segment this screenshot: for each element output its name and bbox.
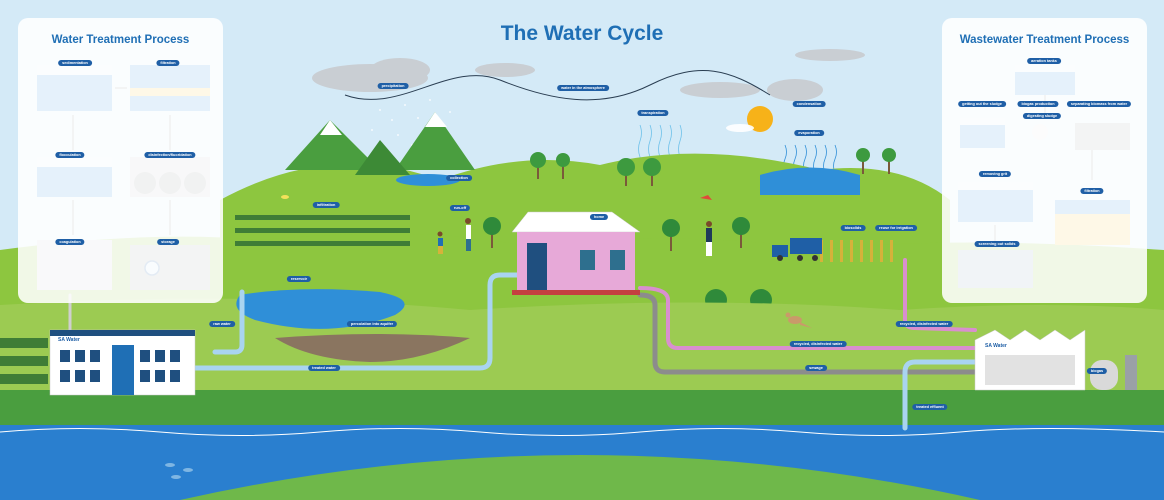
sa-water-logo-right: SA Water <box>985 343 1007 349</box>
label-biosolids: biosolids <box>840 225 866 231</box>
label-recycled-water-1: recycled, disinfected water <box>895 321 953 327</box>
water-treatment-title: Water Treatment Process <box>51 34 190 46</box>
sea-wave <box>0 428 1164 436</box>
label-filtration-right: filtration <box>1080 188 1104 194</box>
bird-icon-2 <box>700 195 712 200</box>
label-percolation: percolation into aquifer <box>346 321 398 327</box>
kangaroo-icon <box>785 312 812 328</box>
label-evaporation: evaporation <box>794 130 824 136</box>
label-sedimentation: sedimentation <box>58 60 92 66</box>
label-screening-solids: screening out solids <box>974 241 1020 247</box>
label-aeration-tanks: aeration tanks <box>1027 58 1061 64</box>
pipes <box>68 258 983 431</box>
foreground-hill <box>180 455 980 500</box>
bird-icon <box>281 195 289 199</box>
label-infiltration: infiltration <box>312 202 340 208</box>
atmosphere-curve <box>344 70 771 101</box>
label-separating-biomass: separating biomass from water <box>1066 101 1132 107</box>
label-treated-effluent: treated effluent <box>912 404 948 410</box>
house <box>511 211 641 295</box>
person-icon <box>437 218 712 256</box>
label-water-in-atmosphere: water in the atmosphere <box>557 85 609 91</box>
label-recycled-water-2: recycled, disinfected water <box>789 341 847 347</box>
reservoir-water <box>236 289 405 329</box>
label-sewage: sewage <box>805 365 827 371</box>
crop-field <box>235 215 410 246</box>
truck-icon <box>772 238 822 261</box>
sea-evaporation <box>760 167 860 195</box>
wastewater-treatment-title: Wastewater Treatment Process <box>959 34 1130 46</box>
label-home: home <box>589 214 609 220</box>
mountains <box>285 112 475 175</box>
label-coagulation: coagulation <box>55 239 85 245</box>
label-treated-water: treated water <box>308 365 340 371</box>
mountain-lake <box>396 174 460 186</box>
water-treatment-plant <box>0 329 196 396</box>
sa-water-logo-left: SA Water <box>58 337 80 343</box>
label-reservoir: reservoir <box>286 276 312 282</box>
aquifer <box>275 334 470 362</box>
fish-icon <box>165 463 193 479</box>
label-storage: storage <box>157 239 179 245</box>
label-filtration-left: filtration <box>156 60 180 66</box>
label-reuse-irrigation: reuse for irrigation <box>875 225 917 231</box>
label-getting-out-sludge: getting out the sludge <box>958 101 1006 107</box>
wastewater-plant <box>974 329 1137 391</box>
label-transpiration: transpiration <box>637 110 669 116</box>
label-removing-grit: removing grit <box>978 171 1012 177</box>
label-flocculation: flocculation <box>55 152 85 158</box>
lower-green-band <box>0 390 1164 425</box>
label-run-off: run-off <box>449 205 471 211</box>
label-digesting-sludge: digesting sludge <box>1022 113 1062 119</box>
sun-icon <box>747 106 773 132</box>
label-biogas-production: biogas production <box>1017 101 1059 107</box>
label-condensation: condensation <box>792 101 826 107</box>
water-treatment-panel <box>18 18 223 303</box>
label-disinfection: disinfection/fluoridation <box>144 152 196 158</box>
label-biogas: biogas <box>1086 368 1108 374</box>
label-precipitation: precipitation <box>377 83 409 89</box>
label-raw-water: raw water <box>209 321 235 327</box>
page-title: The Water Cycle <box>500 22 664 45</box>
wastewater-treatment-panel <box>942 18 1147 303</box>
label-collection: collection <box>446 175 472 181</box>
